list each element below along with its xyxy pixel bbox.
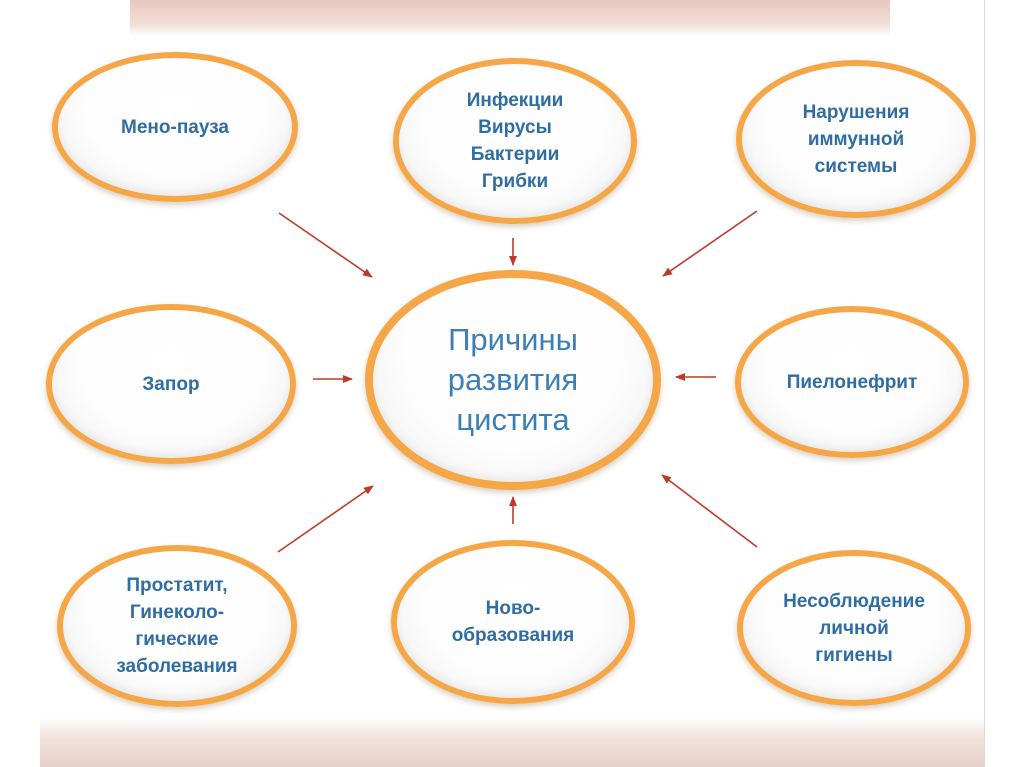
node-hygiene: Несоблюдение личной гигиены — [737, 550, 971, 706]
right-margin — [984, 0, 1024, 767]
node-menopause: Мено-пауза — [52, 52, 298, 202]
background-photo-bottom — [40, 718, 984, 767]
background-photo-top — [130, 0, 890, 36]
node-infections: Инфекции Вирусы Бактерии Грибки — [393, 58, 637, 224]
node-pyelonephritis: Пиелонефрит — [735, 306, 969, 458]
node-prostatitis-gynecologic: Простатит, Гинеколо- гические заболевани… — [57, 545, 297, 707]
node-neoplasms: Ново- образования — [391, 540, 635, 704]
center-node-cystitis-causes: Причины развития цистита — [365, 270, 661, 490]
left-margin — [0, 0, 40, 767]
node-immune-disorders: Нарушения иммунной системы — [736, 60, 976, 218]
node-constipation: Запор — [46, 304, 296, 464]
